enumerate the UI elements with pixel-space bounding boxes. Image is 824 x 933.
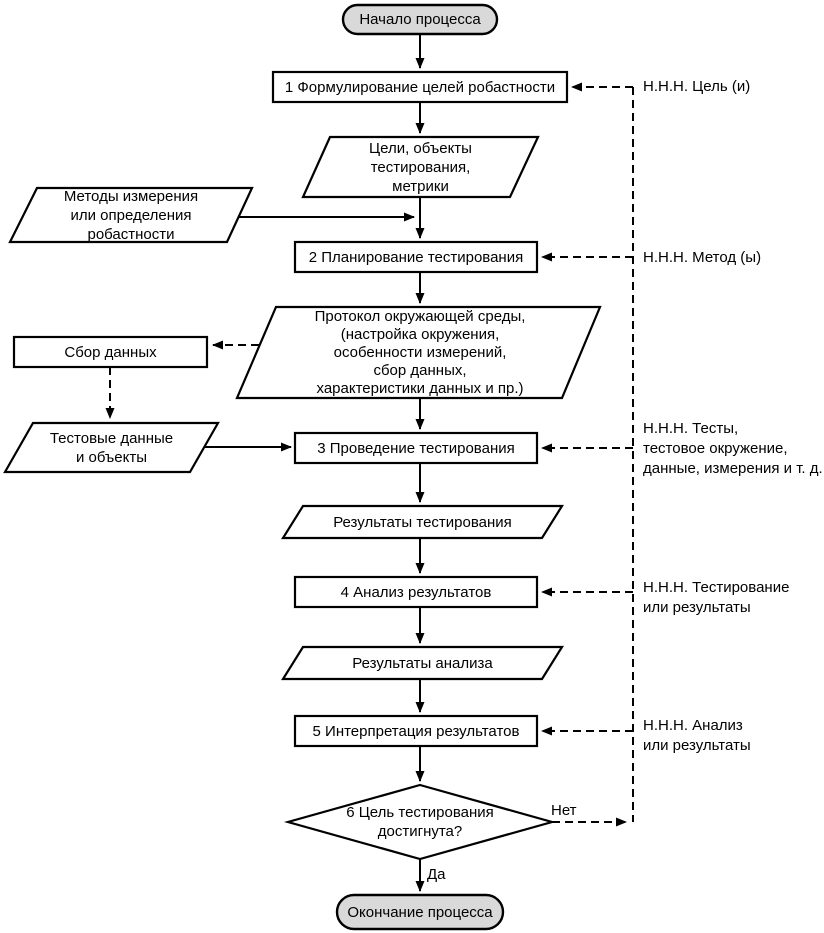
step4-label: 4 Анализ результатов (340, 583, 492, 601)
annotation-tests: Н.Н.Н. Тесты, тестовое окружение, данные… (643, 420, 823, 477)
protocol-label: Протокол окружающей среды, (настройка ок… (314, 307, 526, 397)
testresults-parallelogram (281, 504, 564, 540)
end-terminator (335, 893, 505, 931)
testdata-label: Тестовые данные и объекты (49, 429, 174, 466)
analysisresults-label: Результаты анализа (352, 654, 493, 672)
start-terminator (341, 3, 499, 36)
protocol-parallelogram (235, 305, 602, 400)
data-collection-label: Сбор данных (64, 343, 157, 361)
decision-label: 6 Цель тестирования достигнута? (346, 804, 494, 840)
end-label: Окончание процесса (347, 903, 493, 921)
annotation-method: Н.Н.Н. Метод (ы) (643, 249, 762, 266)
goals-parallelogram (301, 135, 540, 199)
analysisresults-parallelogram (281, 645, 564, 681)
annotation-goal: Н.Н.Н. Цель (и) (643, 78, 751, 95)
start-label: Начало процесса (359, 11, 481, 28)
methods-parallelogram (8, 186, 254, 244)
testdata-parallelogram (3, 421, 220, 474)
goals-label: Цели, объекты тестирования, метрики (369, 139, 472, 195)
step5-box (293, 714, 539, 748)
step1-box (271, 70, 569, 104)
step2-box (293, 240, 539, 274)
testresults-label: Результаты тестирования (333, 513, 512, 531)
no-branch-label: Нет (551, 802, 577, 819)
data-collection-box (12, 335, 209, 369)
step4-box (293, 575, 539, 609)
step1-label: 1 Формулирование целей робастности (284, 78, 556, 96)
annotation-testing: Н.Н.Н. Тестирование или результаты (643, 579, 790, 616)
step3-box (293, 431, 539, 465)
yes-branch-label: Да (427, 866, 446, 883)
methods-label: Методы измерения или определения робастн… (63, 187, 199, 243)
step2-label: 2 Планирование тестирования (308, 248, 524, 266)
annotation-analysis: Н.Н.Н. Анализ или результаты (643, 717, 751, 754)
step5-label: 5 Интерпретация результатов (312, 722, 520, 740)
decision-diamond (283, 783, 557, 861)
step3-label: 3 Проведение тестирования (317, 439, 515, 457)
